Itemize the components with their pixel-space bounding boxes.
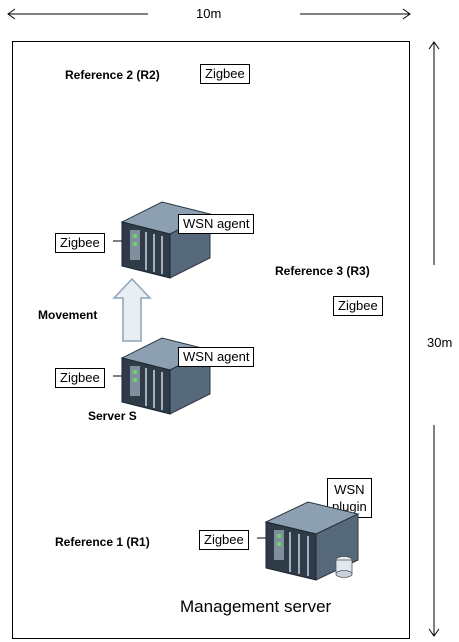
management-zigbee: Zigbee <box>199 530 249 550</box>
height-dimension-label: 30m <box>427 335 453 350</box>
reference-3-zigbee: Zigbee <box>333 296 383 316</box>
management-server-label: Management server <box>180 597 332 616</box>
width-dimension-label: 10m <box>196 6 222 21</box>
movement-arrow-icon <box>112 277 152 342</box>
reference-2-zigbee: Zigbee <box>200 64 250 84</box>
server-s-zigbee: Zigbee <box>55 368 105 388</box>
moved-server-zigbee: Zigbee <box>55 233 105 253</box>
reference-3-label: Reference 3 (R3) <box>275 264 370 278</box>
moved-server-icon <box>120 201 212 279</box>
height-dimension-arrow <box>428 41 440 637</box>
width-dimension-arrow <box>7 8 411 20</box>
server-s-label: Server S <box>88 409 137 423</box>
server-s-agent: WSN agent <box>178 347 255 367</box>
management-server-icon <box>264 501 360 581</box>
management-plugin-line1: WSN <box>334 482 365 497</box>
room-outline <box>12 41 410 639</box>
reference-1-label: Reference 1 (R1) <box>55 535 150 549</box>
movement-label: Movement <box>38 308 98 322</box>
reference-2-label: Reference 2 (R2) <box>65 68 160 82</box>
moved-server-agent: WSN agent <box>178 214 255 234</box>
server-s-icon <box>120 337 212 415</box>
